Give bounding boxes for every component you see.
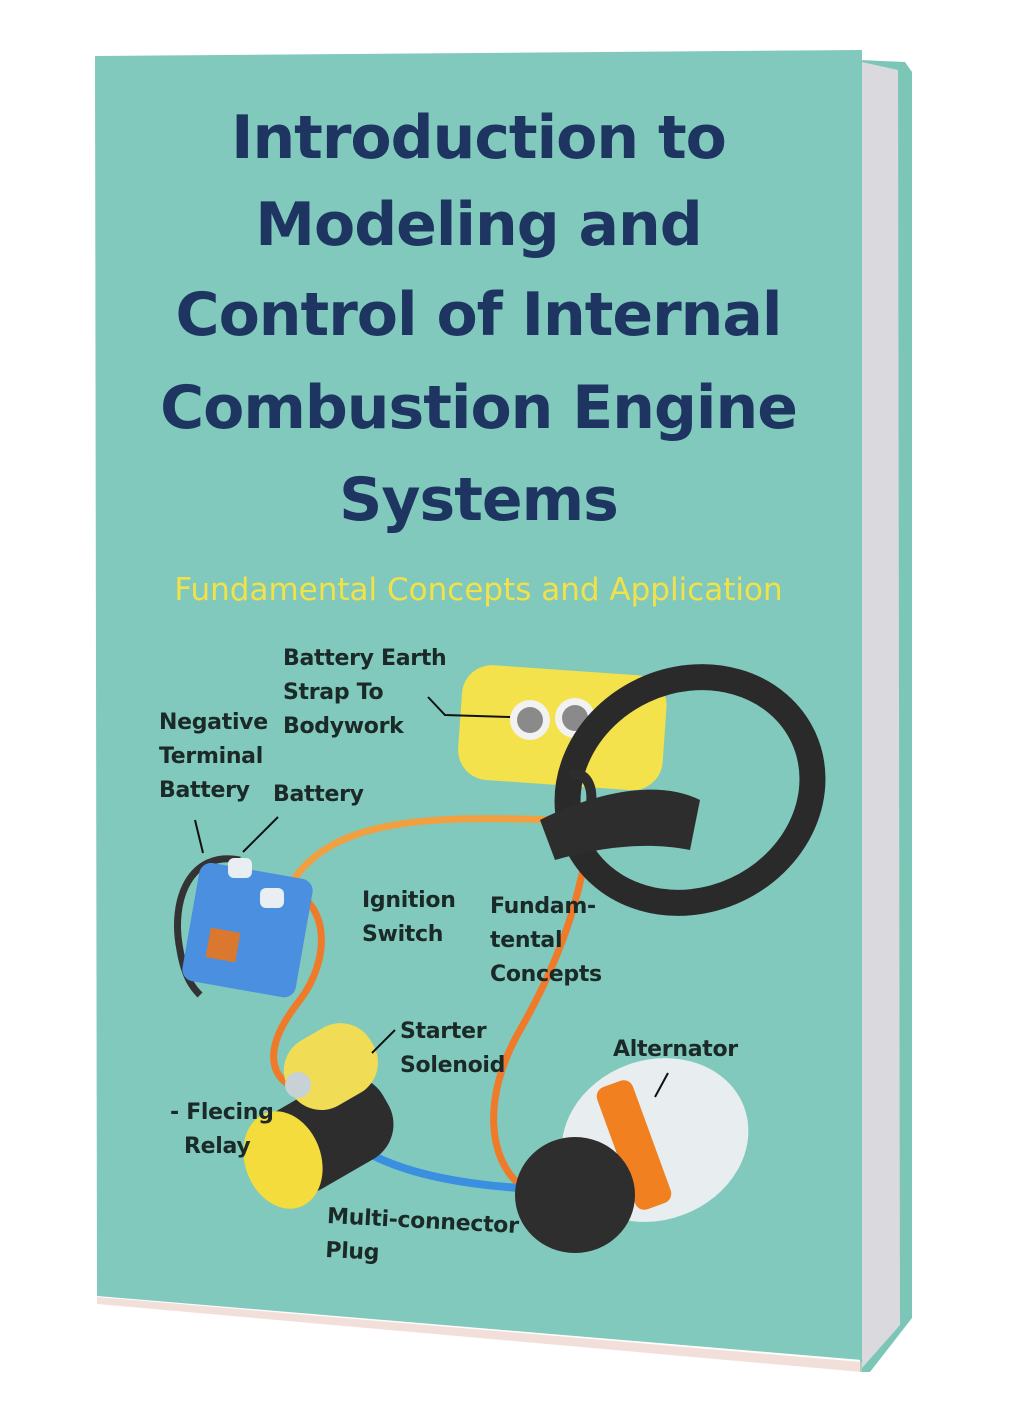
title-line-5: Systems xyxy=(339,465,619,535)
negative-cable xyxy=(174,855,241,998)
label-line: Concepts xyxy=(490,962,602,987)
label-starter-solenoid: Starter Solenoid xyxy=(400,1015,505,1083)
alternator-band xyxy=(596,1080,672,1210)
solenoid-bolt xyxy=(285,1072,311,1098)
title-line-3: Control of Internal xyxy=(175,280,783,350)
label-relay: - Flecing Relay xyxy=(170,1096,274,1164)
battery-body xyxy=(182,862,313,998)
label-battery: Battery xyxy=(273,778,364,812)
page-edges xyxy=(862,62,900,1368)
label-line: Alternator xyxy=(613,1037,738,1062)
orange-wire-top xyxy=(287,815,561,887)
ignition-hook xyxy=(568,769,597,811)
label-line: Strap To xyxy=(283,680,384,705)
alternator-leader xyxy=(654,1072,669,1098)
ignition-socket-1-inner xyxy=(517,707,543,733)
label-line: Bodywork xyxy=(283,714,404,739)
relay-cap xyxy=(243,1111,323,1209)
orange-wire-left xyxy=(270,886,325,1094)
label-line: - Flecing xyxy=(170,1100,274,1125)
label-line: Terminal xyxy=(159,744,263,769)
title-line-4: Combustion Engine xyxy=(160,373,798,443)
label-multi-connector: Multi-connector Plug xyxy=(324,1200,520,1278)
steering-column xyxy=(540,789,700,860)
label-earth-strap: Battery Earth Strap To Bodywork xyxy=(283,642,447,744)
orange-wire-right xyxy=(490,829,594,1188)
battery-terminal-2 xyxy=(260,888,284,908)
title-line-1: Introduction to xyxy=(231,103,727,173)
label-ignition-switch: Ignition Switch xyxy=(362,884,456,952)
label-line: Battery xyxy=(273,782,364,807)
label-line: Relay xyxy=(184,1134,251,1159)
label-line: Battery Earth xyxy=(283,646,447,671)
label-line: Switch xyxy=(362,922,444,947)
label-line: Ignition xyxy=(362,888,456,913)
label-line: Starter xyxy=(400,1019,487,1044)
book-shadow xyxy=(97,1297,862,1372)
negative-leader xyxy=(194,819,204,854)
label-alternator: Alternator xyxy=(613,1033,738,1067)
label-fundamental: Fundam- tental Concepts xyxy=(490,890,602,992)
battery-terminal-1 xyxy=(228,858,252,878)
solenoid-leader xyxy=(371,1029,396,1054)
label-line: Fundam- xyxy=(490,894,596,919)
title-line-2: Modeling and xyxy=(255,190,702,260)
subtitle: Fundamental Concepts and Application xyxy=(174,572,783,608)
label-line: Solenoid xyxy=(400,1053,506,1078)
alternator-cap xyxy=(515,1137,635,1253)
battery-label xyxy=(205,927,241,963)
battery-leader xyxy=(242,816,279,853)
label-line: tental xyxy=(490,928,563,953)
label-line: Negative xyxy=(159,710,268,735)
label-line: Battery xyxy=(159,778,250,803)
earth-leader-line xyxy=(427,696,511,718)
label-negative-terminal: Negative Terminal Battery xyxy=(159,706,268,808)
